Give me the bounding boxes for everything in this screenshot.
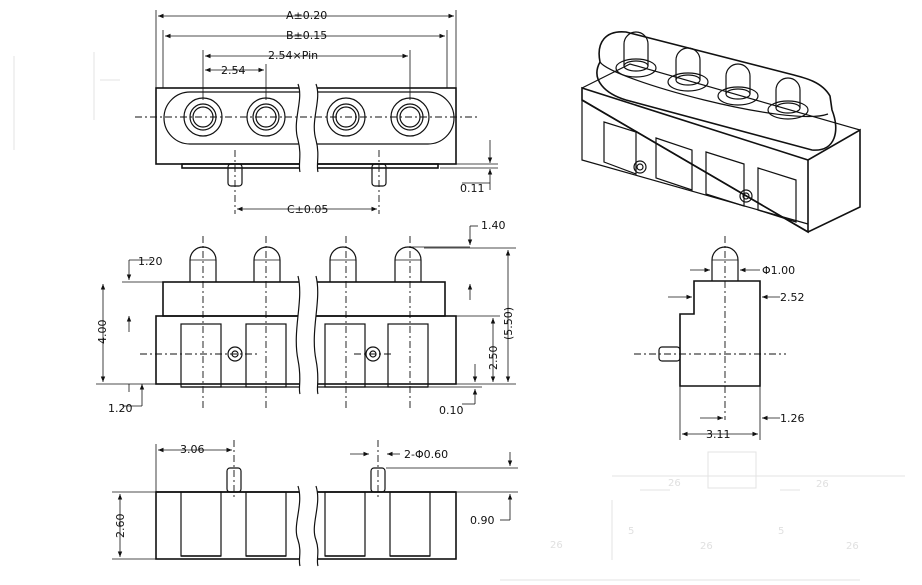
dim-width: 3.11 xyxy=(706,428,731,441)
iso-pin-3 xyxy=(717,63,759,106)
isometric-view xyxy=(581,31,861,234)
front-pin-4 xyxy=(394,246,422,282)
dim-height: 2.52 xyxy=(780,291,805,304)
dim-pin-top: 1.20 xyxy=(138,255,163,268)
front-pin-3 xyxy=(329,246,357,282)
dim-height: 2.60 xyxy=(114,514,127,539)
dim-c: C±0.05 xyxy=(287,203,328,216)
dim-height: 4.00 xyxy=(96,320,109,345)
top-view: A±0.20 B±0.15 2.54×Pin 2.54 xyxy=(135,9,498,216)
faded-background: 26 26 5 26 5 26 26 xyxy=(13,52,905,581)
dim-bottom-right: 0.10 xyxy=(439,404,464,417)
dim-hole: 2-Φ0.60 xyxy=(404,448,448,461)
iso-pin-2 xyxy=(667,47,709,92)
dim-tail: 0.11 xyxy=(460,182,485,195)
iso-pin-1 xyxy=(615,31,657,78)
ghost-label-1: 26 xyxy=(668,478,681,489)
dim-b: B±0.15 xyxy=(286,29,327,42)
iso-pin-4 xyxy=(767,77,809,120)
ghost-label-5: 5 xyxy=(778,526,784,537)
dim-total: (5.50) xyxy=(502,307,515,340)
dim-offset: 1.26 xyxy=(780,412,805,425)
side-section-view: Φ1.00 2.52 3.11 1.26 xyxy=(634,236,805,441)
front-view: 1.20 4.00 1.20 1.40 (5.50) 2.50 0. xyxy=(96,219,516,417)
ghost-label-3: 5 xyxy=(628,526,634,537)
front-pin-2 xyxy=(253,246,281,282)
dim-bottom-left: 1.20 xyxy=(108,402,133,415)
ghost-label-6: 26 xyxy=(550,540,563,551)
dim-a: A±0.20 xyxy=(286,9,327,22)
ghost-label-4: 26 xyxy=(700,541,713,552)
dim-pitch: 2.54 xyxy=(221,64,246,77)
dim-edge: 3.06 xyxy=(180,443,205,456)
ghost-label-2: 26 xyxy=(816,479,829,490)
dim-pin-dia: Φ1.00 xyxy=(762,264,795,277)
dim-body: 2.50 xyxy=(487,346,500,371)
dim-pin-len: 1.40 xyxy=(481,219,506,232)
dim-pitch-pin: 2.54×Pin xyxy=(268,49,318,62)
dim-offset: 0.90 xyxy=(470,514,495,527)
ghost-label-7: 26 xyxy=(846,541,859,552)
bottom-view: 3.06 2-Φ0.60 2.60 0.90 xyxy=(112,440,518,567)
